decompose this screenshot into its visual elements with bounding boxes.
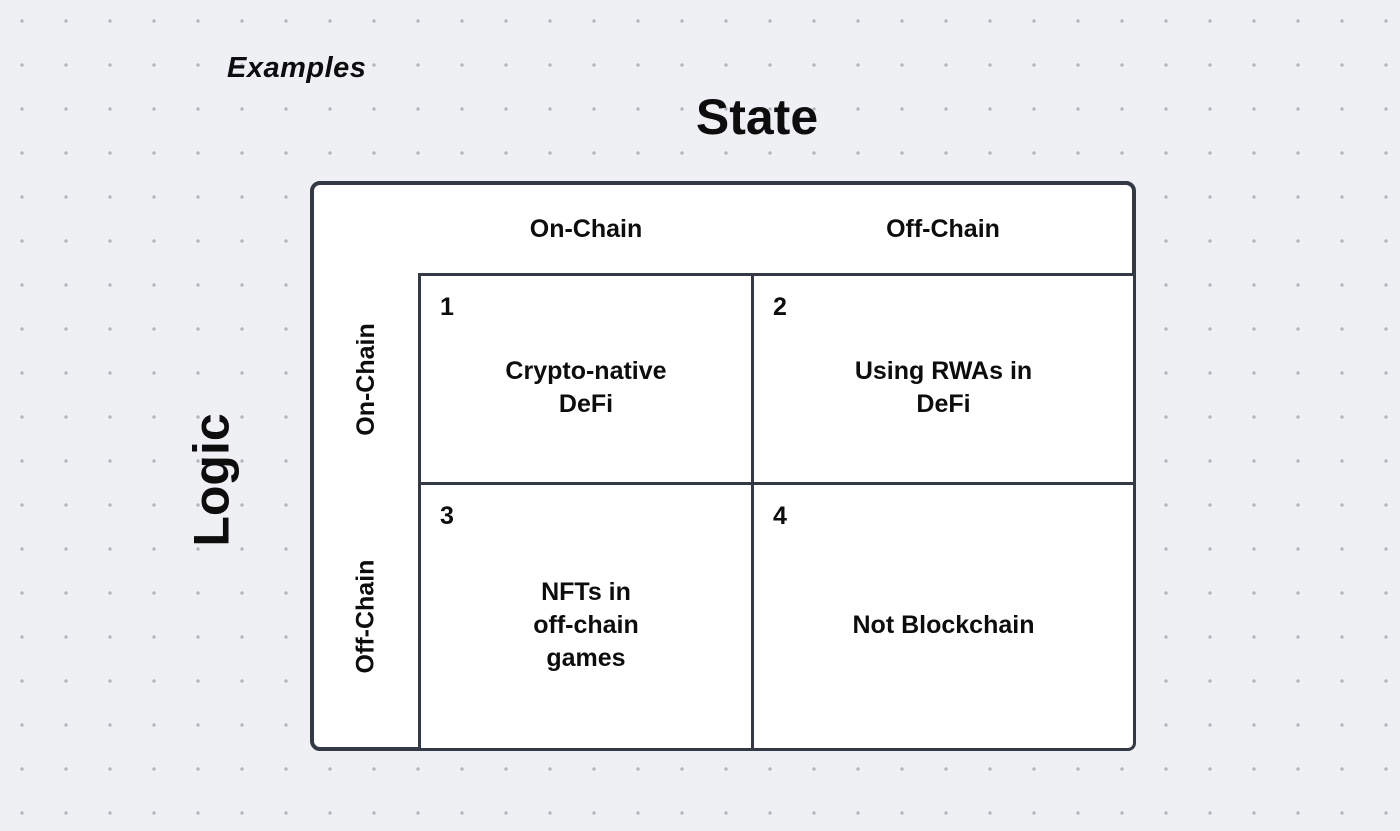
quadrant-1[interactable]: 1 Crypto-native DeFi	[421, 276, 754, 485]
quadrant-3-number: 3	[440, 502, 454, 530]
row-header-on-chain-text: On-Chain	[351, 322, 380, 436]
matrix-grid: 1 Crypto-native DeFi 2 Using RWAs in DeF…	[418, 273, 1136, 751]
row-header-off-chain: Off-Chain	[314, 485, 418, 747]
column-header-off-chain: Off-Chain	[886, 214, 1000, 243]
row-header-on-chain: On-Chain	[314, 273, 418, 485]
y-axis-title: Logic	[132, 413, 292, 546]
row-header-off-chain-text: Off-Chain	[351, 559, 380, 673]
quadrant-2[interactable]: 2 Using RWAs in DeFi	[754, 276, 1133, 485]
quadrant-2-number: 2	[773, 293, 787, 321]
matrix-frame[interactable]: On-Chain Off-Chain On-Chain Off-Chain 1 …	[310, 181, 1136, 751]
quadrant-3-label: NFTs in off-chain games	[533, 578, 639, 672]
quadrant-4[interactable]: 4 Not Blockchain	[754, 485, 1133, 748]
examples-label: Examples	[227, 52, 367, 84]
quadrant-4-label: Not Blockchain	[852, 611, 1035, 639]
quadrant-2-label: Using RWAs in DeFi	[854, 357, 1033, 418]
quadrant-4-number: 4	[773, 502, 787, 530]
x-axis-title: State	[695, 89, 819, 145]
quadrant-3[interactable]: 3 NFTs in off-chain games	[421, 485, 754, 748]
column-header-on-chain: On-Chain	[529, 214, 643, 243]
y-axis-title-text: Logic	[183, 413, 240, 547]
quadrant-1-number: 1	[440, 293, 454, 321]
quadrant-1-label: Crypto-native DeFi	[505, 357, 667, 418]
